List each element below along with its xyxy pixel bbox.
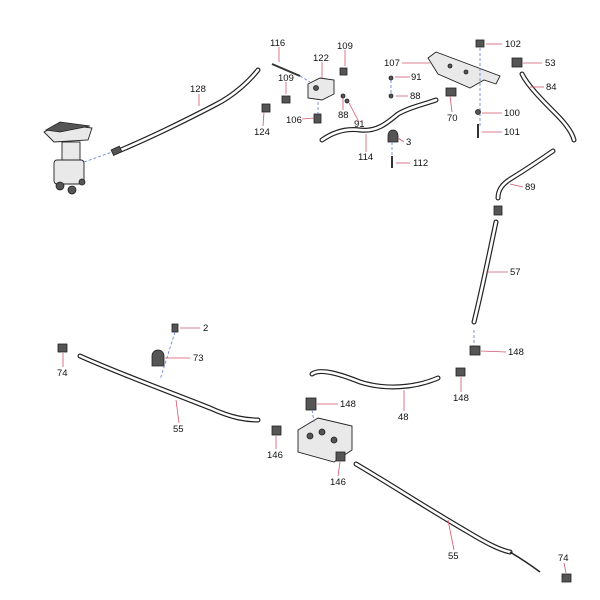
washer-91-right [388, 75, 394, 81]
callout-128: 128 [190, 84, 206, 95]
callout-116: 116 [270, 38, 285, 49]
callout-74-right: 74 [558, 553, 569, 564]
washer-88-right [388, 93, 394, 99]
fitting-148-right [455, 367, 466, 377]
callout-122: 122 [313, 53, 329, 64]
manifold-block [297, 417, 353, 463]
callout-112: 112 [413, 158, 428, 169]
fitting-74-left [57, 343, 68, 353]
callout-3: 3 [406, 137, 411, 148]
fitting-146-right [335, 451, 346, 462]
hose-57 [471, 219, 499, 325]
hose-128 [110, 67, 261, 156]
callout-146-right: 146 [330, 477, 346, 488]
fitting-146-left [271, 425, 282, 436]
callout-91-right: 91 [411, 72, 422, 83]
bracket-107 [427, 51, 501, 89]
hose-48 [309, 369, 441, 390]
callout-48: 48 [398, 412, 409, 423]
callout-55-right: 55 [448, 551, 459, 562]
washer-88 [340, 93, 346, 99]
callout-106: 106 [286, 115, 302, 126]
callout-107: 107 [384, 58, 400, 69]
leader-lines [62, 43, 567, 574]
fitting-106 [313, 113, 322, 124]
callout-55-left: 55 [173, 424, 184, 435]
callout-102: 102 [505, 39, 521, 50]
callout-53: 53 [545, 58, 556, 69]
callout-100: 100 [504, 108, 520, 119]
fitting-109-top [339, 67, 348, 76]
callout-70: 70 [447, 113, 458, 124]
callout-148-center: 148 [340, 399, 356, 410]
nut-102 [475, 39, 485, 48]
clip-73 [151, 349, 165, 367]
callout-146-left: 146 [267, 450, 283, 461]
callout-2: 2 [203, 323, 208, 334]
callout-labels: 128 116 122 109 109 124 106 88 91 114 3 … [57, 38, 569, 564]
hose-84 [519, 71, 577, 143]
washer-91 [344, 98, 350, 104]
callout-84: 84 [546, 82, 557, 93]
fitting-53 [511, 57, 523, 68]
hose-89 [495, 148, 556, 201]
callout-74-left: 74 [57, 368, 68, 379]
callout-88-right: 88 [410, 91, 421, 102]
callout-89: 89 [525, 182, 536, 193]
callout-109-top: 109 [337, 41, 353, 52]
callout-73: 73 [193, 353, 204, 364]
callout-114: 114 [358, 152, 373, 163]
fitting-124 [261, 103, 271, 113]
callout-88-left: 88 [338, 110, 349, 121]
hose-114 [319, 97, 439, 143]
fitting-74-right [561, 573, 572, 583]
callout-148-top: 148 [508, 347, 524, 358]
bolt-116 [271, 63, 301, 77]
fitting-148-top [469, 345, 481, 356]
valve-block-122 [307, 77, 335, 101]
fitting-89-end [493, 205, 503, 216]
clip-3 [387, 129, 399, 143]
callout-57: 57 [510, 267, 521, 278]
hose-55-left [77, 353, 261, 423]
hose-55-right [353, 461, 513, 555]
fitting-109-left [281, 95, 291, 104]
callout-101: 101 [504, 127, 520, 138]
callout-91-left: 91 [354, 119, 365, 130]
fitting-70 [445, 87, 457, 97]
bolt-2 [171, 323, 179, 333]
callout-148-right: 148 [453, 393, 469, 404]
callout-124: 124 [254, 127, 270, 138]
brake-pedal-valve [43, 121, 93, 195]
fitting-148-center [305, 397, 317, 411]
callout-109-left: 109 [278, 73, 294, 84]
washer-100 [475, 109, 481, 115]
